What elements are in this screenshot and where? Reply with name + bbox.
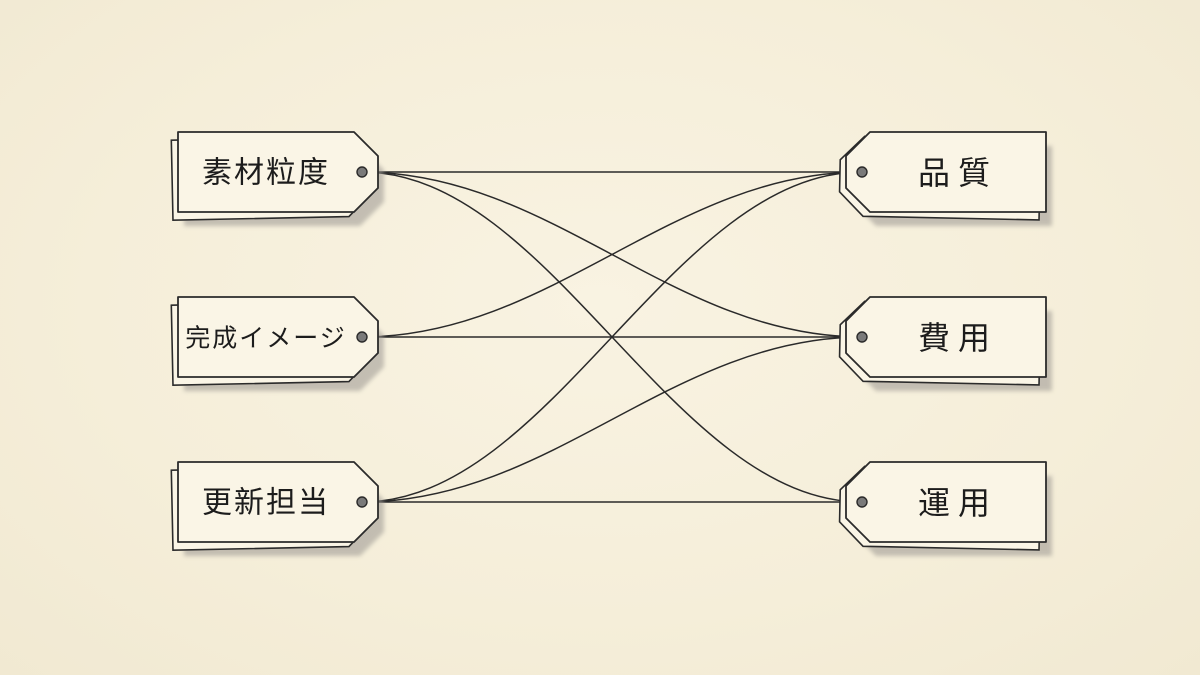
connection-lines xyxy=(361,171,863,503)
connector-koshin-hinshitsu xyxy=(361,171,863,503)
tag-front-card xyxy=(177,461,379,543)
connector-koshin-hiyou xyxy=(361,336,863,503)
left-tag-koshin: 更新担当 xyxy=(170,461,384,556)
connector-kansei-hinshitsu xyxy=(361,171,863,338)
tag-eyelet xyxy=(856,331,868,343)
tag-label: 素材粒度 xyxy=(202,156,330,191)
tag-eyelet xyxy=(356,331,368,343)
right-tag-unyou: 運用 xyxy=(838,461,1052,556)
tag-label: 完成イメージ xyxy=(185,324,347,353)
tag-eyelet xyxy=(356,496,368,508)
left-tag-kansei: 完成イメージ xyxy=(170,296,384,391)
tag-eyelet xyxy=(856,166,868,178)
tag-front-card xyxy=(845,131,1047,213)
tag-label: 品質 xyxy=(918,154,998,192)
right-tag-hinshitsu: 品質 xyxy=(838,131,1052,226)
tag-eyelet xyxy=(356,166,368,178)
right-tag-hiyou: 費用 xyxy=(838,296,1052,391)
tag-label: 運用 xyxy=(918,484,998,522)
left-tag-sozai: 素材粒度 xyxy=(170,131,384,226)
tag-front-card xyxy=(177,296,379,378)
tag-front-card xyxy=(845,461,1047,543)
tag-label: 更新担当 xyxy=(202,486,330,521)
tag-front-card xyxy=(177,131,379,213)
tag-front-card xyxy=(845,296,1047,378)
tag-eyelet xyxy=(856,496,868,508)
tag-label: 費用 xyxy=(918,319,998,357)
